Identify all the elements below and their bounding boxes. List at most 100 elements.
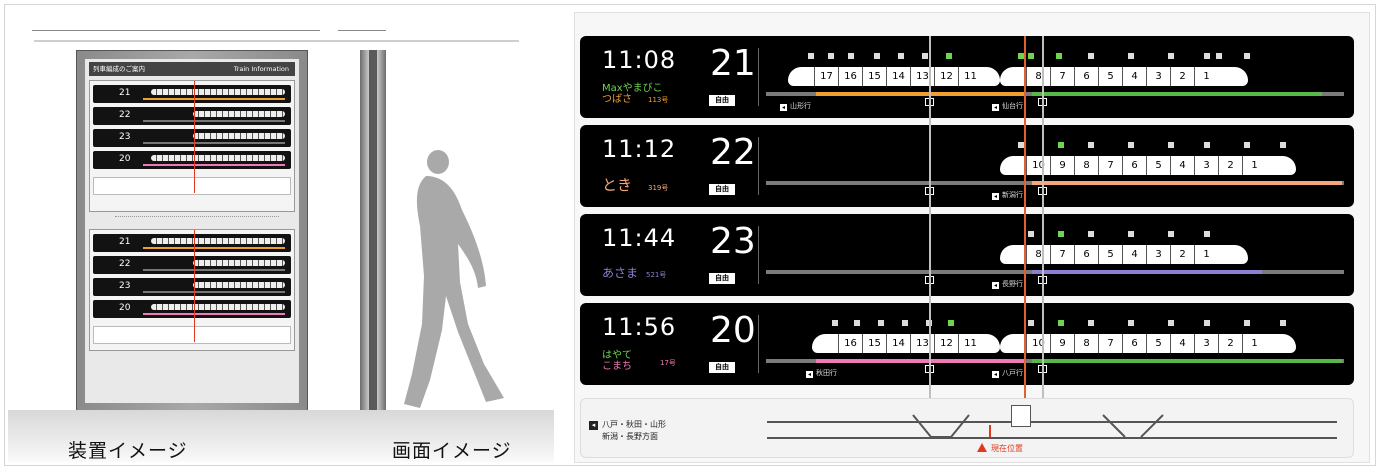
kiosk-platform-map [93,177,291,195]
car-facility-icons [832,320,1002,327]
facility-icon [1028,231,1034,237]
kiosk-train-shape [151,304,285,310]
facility-icon [1244,53,1250,59]
train-number: 113号 [648,96,669,104]
track-number: 22 [710,132,756,173]
car-box: 11 [958,334,982,353]
person-silhouette-icon [404,150,504,408]
direction-text: 長野行 [1002,280,1023,288]
facility-icon [1280,320,1286,326]
car-box: 16 [838,334,862,353]
car-box: 10 [1026,334,1050,353]
kiosk-title-ja: 列車編成のご案内 [93,65,145,73]
current-position-line [1024,36,1026,420]
track-segment-orange [816,92,1026,96]
facility-icon [1168,53,1174,59]
car-box: 12 [934,334,958,353]
car-box: 17 [814,67,838,86]
train-nose [1000,67,1026,86]
car-box: 5 [1146,156,1170,175]
left-arrow-icon: ◂ [992,193,999,200]
direction-label-right: ◂仙台行 [992,101,1023,111]
train-nose [1000,334,1026,353]
facility-icon [1280,142,1286,148]
kiosk-track [143,164,285,166]
kiosk-track [143,313,285,315]
direction-label-left: ◂山形行 [780,101,811,111]
departure-row: 11:56 20 はやて こまち 17号 自由 16 15 14 13 12 [580,303,1354,385]
seat-type-badge: 自由 [709,95,735,106]
train-rear-cars: 10 9 8 7 6 5 4 3 2 1 [1000,334,1296,353]
facility-icon [1128,320,1134,326]
track-segment-green [1032,359,1342,363]
car-box: 4 [1170,334,1194,353]
kiosk-train-shape [151,238,285,244]
train-front-cars: 17 16 15 14 13 12 11 [788,67,1000,86]
car-facility-icons [1018,142,1318,149]
train-name-line: あさま [602,266,639,280]
facility-icon [1028,320,1034,326]
kiosk-train-shape [193,282,285,288]
kiosk-lower-board: 21 22 23 20 [89,229,295,351]
direction-text: 八戸行 [1002,369,1023,377]
facility-icon [1168,142,1174,148]
car-box: 3 [1194,334,1218,353]
row-divider [758,226,759,284]
facility-icon [1216,53,1222,59]
train-front-cars: 16 15 14 13 12 11 [812,334,1000,353]
facility-icon [808,53,814,59]
car-box: 8 [1074,156,1098,175]
facility-icon [898,53,904,59]
wall-line [34,40,519,42]
car-box: 2 [1170,67,1194,86]
train-number: 521号 [646,271,667,279]
kiosk-display-unit: 列車編成のご案内 Train Information 21 22 23 20 2… [76,50,308,420]
car-box: 13 [910,334,934,353]
car-box: 5 [1098,67,1122,86]
train-nose [788,67,814,86]
screen-image-caption: 画面イメージ [392,440,512,462]
car-box: 6 [1122,334,1146,353]
train-name-line: つばさ [602,94,632,105]
row-divider [758,137,759,195]
train-number: 17号 [660,359,676,367]
width-dimension-line [32,30,320,31]
facility-icon [1244,142,1250,148]
car-box: 9 [1050,334,1074,353]
rail-bottom [767,437,1337,439]
stairs-icon [1102,414,1164,438]
track-number: 20 [710,310,756,351]
kiosk-row-car-no: 20 [119,303,131,313]
kiosk-train-shape [193,133,285,139]
stairs-guide-line [929,36,931,412]
train-nose [1266,334,1296,353]
facility-icon [1088,320,1094,326]
kiosk-row-car-no: 22 [119,110,131,120]
direction-label-right: ◂新潟行 [992,190,1023,200]
row-divider [758,48,759,106]
left-arrow-icon: ◂ [780,104,787,111]
departure-row: 11:08 21 Maxやまびこ つばさ 113号 自由 17 16 15 14 [580,36,1354,118]
kiosk-position-line [194,230,195,342]
platform-map: ◂八戸・秋田・山形 新潟・長野方面 現在位置 [580,398,1354,458]
car-box: 7 [1098,156,1122,175]
car-box: 4 [1170,156,1194,175]
left-arrow-icon: ◂ [992,371,999,378]
train-nose [1218,67,1248,86]
track-segment-purple [1032,270,1262,274]
seat-type-badge: 自由 [709,362,735,373]
kiosk-row: 21 [93,234,291,252]
kiosk-row-car-no: 21 [119,88,131,98]
current-position-marker [989,425,991,437]
kiosk-screen: 列車編成のご案内 Train Information 21 22 23 20 2… [85,59,299,403]
car-box: 5 [1098,245,1122,264]
direction-label-left: ◂秋田行 [806,368,837,378]
row-divider [758,315,759,373]
departure-time: 11:56 [602,313,677,341]
car-box: 1 [1242,156,1266,175]
green-car-icon [946,53,952,59]
kiosk-track [143,142,285,144]
track-segment-green [1032,92,1322,96]
kiosk-row: 23 [93,278,291,296]
car-box: 15 [862,334,886,353]
